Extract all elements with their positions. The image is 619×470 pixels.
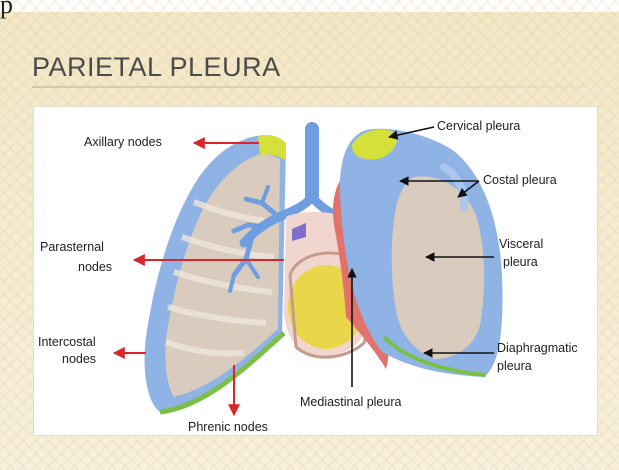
label-intercostal-nodes-line1: Intercostal [38,335,96,350]
left-lung-cutaway [145,135,286,412]
slide-title: PARIETAL PLEURA [32,52,281,83]
label-phrenic-nodes: Phrenic nodes [188,420,268,435]
label-parasternal-nodes-line1: Parasternal [40,240,104,255]
pleura-illustration [34,107,599,437]
label-diaphragmatic-pleura-line1: Diaphragmatic [497,341,578,356]
label-parasternal-nodes-line2: nodes [78,260,112,275]
title-underline [32,86,587,88]
label-visceral-pleura-line1: Visceral [499,237,543,252]
label-visceral-pleura-line2: pleura [503,255,538,270]
label-axillary-nodes: Axillary nodes [84,135,162,150]
stray-glyph: p [0,0,13,20]
label-intercostal-nodes-line2: nodes [62,352,96,367]
label-diaphragmatic-pleura-line2: pleura [497,359,532,374]
anatomy-figure: Axillary nodes Cervical pleura Costal pl… [33,106,598,436]
label-cervical-pleura: Cervical pleura [437,119,520,134]
label-mediastinal-pleura: Mediastinal pleura [300,395,401,410]
label-costal-pleura: Costal pleura [483,173,557,188]
